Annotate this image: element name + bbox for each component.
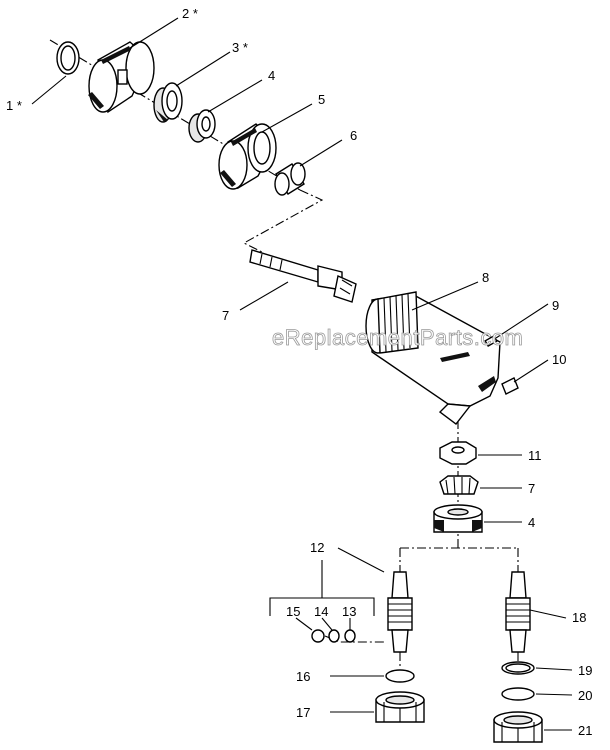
callout-1: 1 * [6,98,22,113]
watermark: eReplacementParts.com [272,325,523,350]
part-12-spindle [387,571,413,653]
part-9-pin [484,334,498,348]
callout-10: 10 [552,352,566,367]
callout-18: 18 [572,610,586,625]
leader-lines [31,17,573,731]
callout-15: 15 [286,604,300,619]
callout-4: 4 [268,68,275,83]
callout-3: 3 * [232,40,248,55]
callout-5: 5 [318,92,325,107]
callout-19: 19 [578,663,592,678]
part-6-bushing [274,162,306,196]
part-19-washer [501,661,535,675]
part-13-ball [344,629,356,643]
part-2-sleeve [88,41,155,114]
callout-7-lower: 7 [528,481,535,496]
part-14-spring [328,629,340,643]
callout-13: 13 [342,604,356,619]
callout-7: 7 [222,308,229,323]
callout-labels: 1 * 2 * 3 * 4 5 6 7 8 9 10 11 7 4 12 15 … [6,6,592,738]
callout-8: 8 [482,270,489,285]
part-3-bearing [153,82,183,123]
callout-14: 14 [314,604,328,619]
callout-21: 21 [578,723,592,738]
part-4-bearing-upper [188,109,216,143]
knurl-lines [383,293,411,353]
callout-9: 9 [552,298,559,313]
callout-4-lower: 4 [528,515,535,530]
part-8-angle-head [365,291,501,425]
callout-11: 11 [528,448,542,463]
callout-2: 2 * [182,6,198,21]
part-11-nut [439,441,477,465]
callout-17: 17 [296,705,310,720]
part-7-shaft [249,249,357,303]
callout-20: 20 [578,688,592,703]
part-18-spindle [505,571,531,653]
part-16-o-ring [385,669,415,683]
part-4-bearing-lower [433,504,483,533]
part-7-bevel-gear [439,475,479,495]
part-20-o-ring [501,687,535,701]
part-17-lock-nut [375,691,425,723]
part-21-lock-nut [493,711,543,743]
callout-6: 6 [350,128,357,143]
callout-12: 12 [310,540,324,555]
part-15-screw [311,629,325,643]
part-5-housing [218,123,277,190]
part-1-o-ring [56,41,80,75]
callout-16: 16 [296,669,310,684]
